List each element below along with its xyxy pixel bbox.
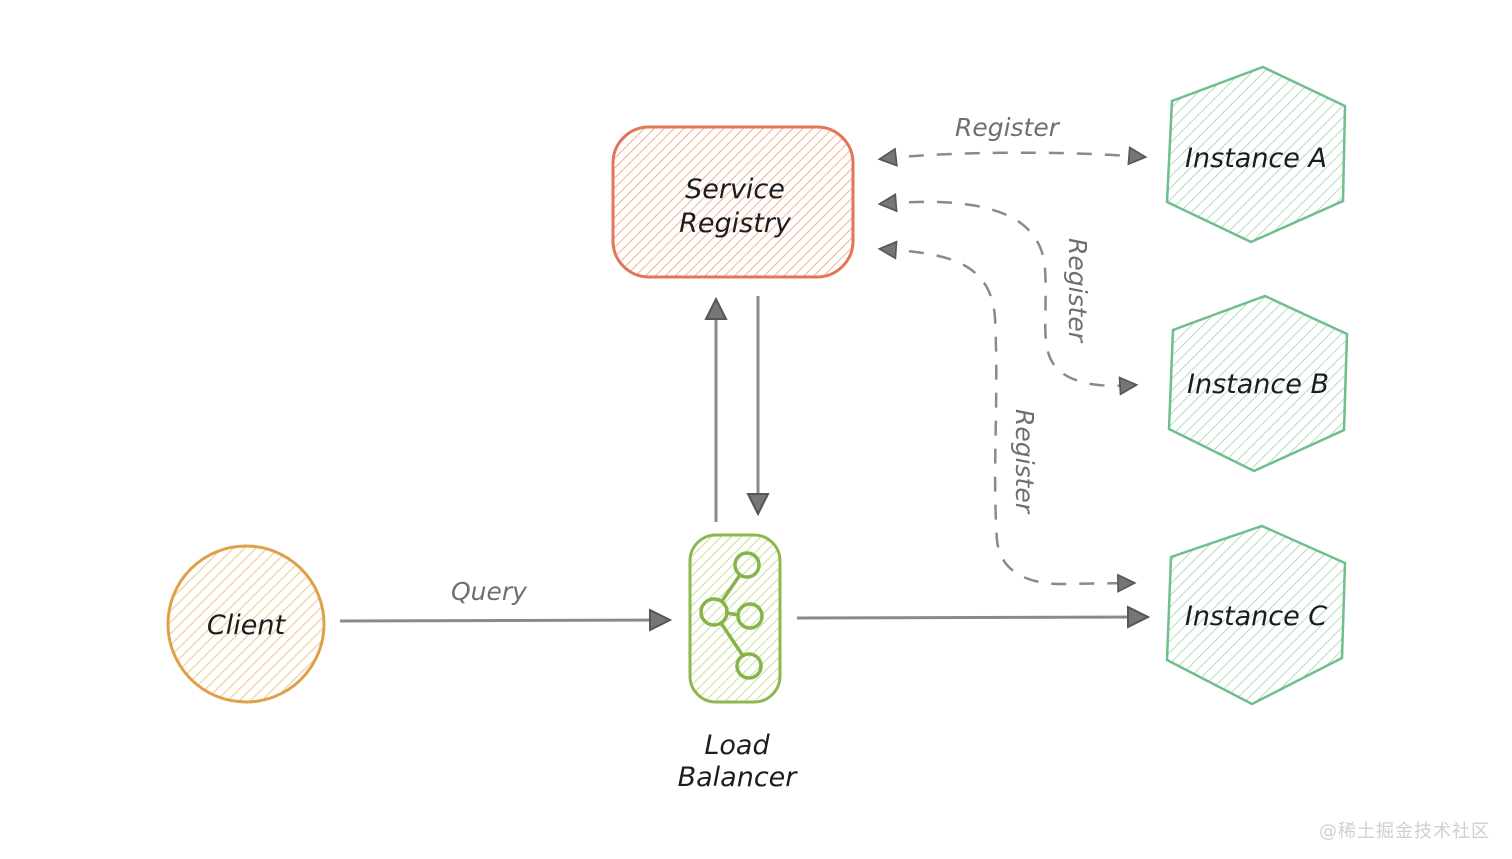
instance-a-label: Instance A [1185,143,1327,174]
register-c-label: Register [1010,409,1039,515]
watermark-text: @稀土掘金技术社区 [1319,821,1490,842]
register-c-dashed-arrow [881,249,1133,584]
register-b-label: Register [1063,238,1092,344]
lb-to-instance-c-arrow [796,617,1146,618]
instance-c-hexagon [1165,524,1347,706]
instance-b-label: Instance B [1187,369,1329,400]
node-client: Client [166,544,326,704]
node-service-registry: Service Registry [611,125,855,279]
edge-group: Query Register Register Register [339,113,1146,621]
register-b-dashed-arrow [881,202,1135,386]
load-balancer-label-line2: Balancer [678,762,799,793]
client-label: Client [207,610,287,641]
load-balancer-box [688,533,782,704]
client-circle [166,544,326,704]
query-arrow [339,620,668,621]
service-registry-label-line1: Service [685,174,785,205]
load-balancer-label-line1: Load [704,730,770,761]
instance-a-hexagon [1165,65,1347,244]
query-label: Query [451,577,528,606]
register-a-label: Register [955,113,1061,142]
node-load-balancer: Load Balancer [678,533,799,793]
instance-b-hexagon [1167,294,1349,473]
network-branch-icon [699,551,764,680]
node-instance-c: Instance C [1165,524,1347,706]
instance-c-label: Instance C [1185,601,1327,632]
node-instance-b: Instance B [1167,294,1349,473]
node-instance-a: Instance A [1165,65,1347,244]
service-registry-box [611,125,855,279]
service-registry-label-line2: Registry [679,208,792,239]
register-a-dashed-arrow [881,153,1144,159]
